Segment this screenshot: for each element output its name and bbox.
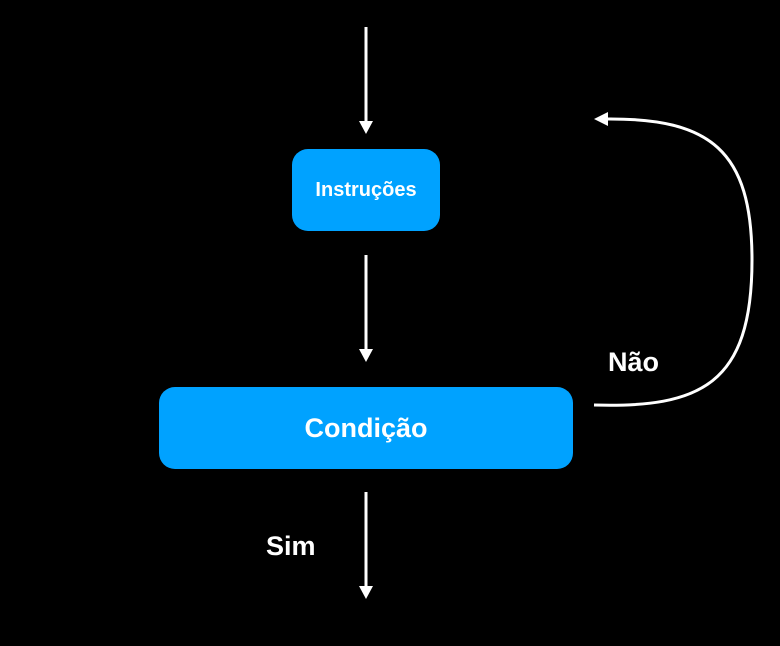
node-condicao: Condição: [159, 387, 573, 469]
edge-label-nao: Não: [608, 347, 660, 377]
arrow-entry-to-instrucoes: [359, 27, 373, 134]
arrow-condicao-exit: [359, 492, 373, 599]
node-condicao-label: Condição: [304, 412, 428, 443]
arrow-condicao-loop-back: [593, 112, 754, 407]
node-instrucoes-label: Instruções: [315, 178, 417, 201]
arrow-instrucoes-to-condicao: [359, 255, 373, 362]
edge-label-sim: Sim: [266, 531, 316, 561]
node-instrucoes: Instruções: [292, 149, 440, 231]
